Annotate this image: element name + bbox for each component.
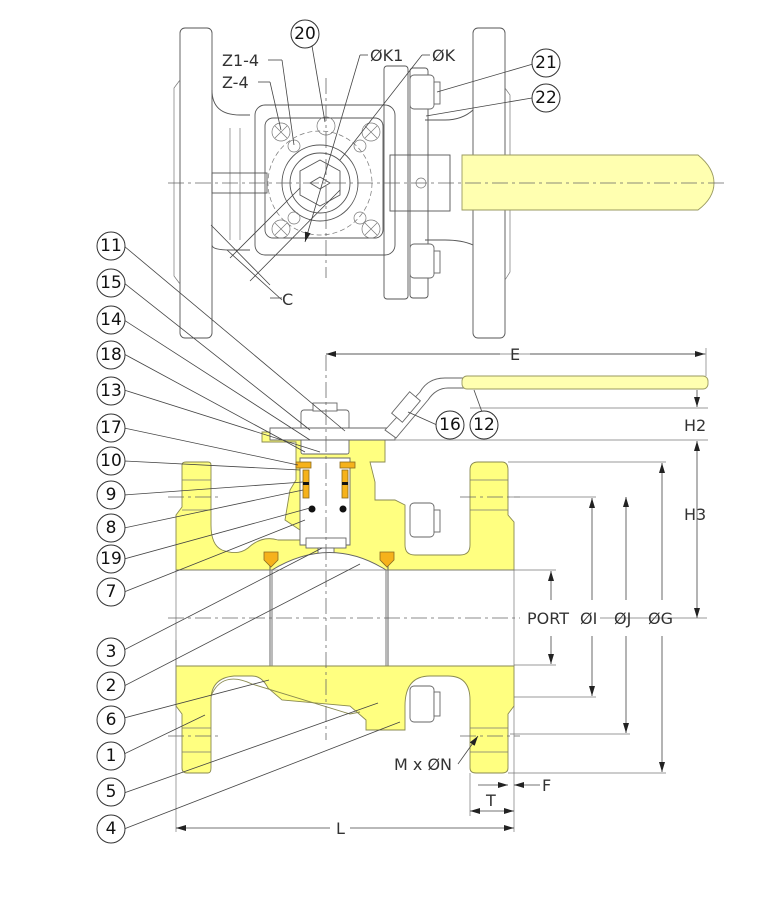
callout-18: 18: [96, 340, 126, 370]
callout-11: 11: [96, 231, 126, 261]
dim-h3: H3: [684, 505, 706, 524]
svg-text:1: 1: [106, 746, 117, 766]
callout-1: 1: [96, 741, 126, 771]
callout-9: 9: [96, 480, 126, 510]
svg-text:21: 21: [535, 53, 557, 73]
callout-6: 6: [96, 705, 126, 735]
svg-text:14: 14: [100, 310, 122, 330]
dim-g: ØG: [648, 609, 673, 628]
svg-text:9: 9: [106, 485, 117, 505]
top-handle: [461, 154, 715, 211]
dim-f: F: [542, 776, 551, 795]
dim-h2: H2: [684, 416, 706, 435]
dim-l: L: [336, 819, 345, 838]
top-bolts: [409, 74, 441, 279]
callout-19: 19: [96, 544, 126, 574]
svg-text:19: 19: [100, 549, 122, 569]
svg-text:17: 17: [100, 418, 122, 438]
dim-c: C: [282, 290, 293, 309]
callout-20: 20: [290, 19, 320, 49]
callout-8: 8: [96, 513, 126, 543]
dim-k1: ØK1: [370, 46, 403, 65]
svg-text:3: 3: [106, 642, 117, 662]
callout-2: 2: [96, 671, 126, 701]
section-view: L T F E H2 H3 PORT ØI ØJ: [96, 231, 709, 844]
callout-21: 21: [531, 48, 561, 78]
callout-16: 16: [435, 410, 465, 440]
dim-mn: M x ØN: [394, 755, 452, 774]
callout-15: 15: [96, 268, 126, 298]
dim-z: Z-4: [222, 73, 249, 92]
svg-text:2: 2: [106, 676, 117, 696]
callout-22: 22: [531, 83, 561, 113]
svg-text:10: 10: [100, 451, 122, 471]
section-handle: [461, 375, 709, 390]
dim-e: E: [510, 345, 520, 364]
svg-text:5: 5: [106, 782, 117, 802]
dim-i: ØI: [580, 609, 597, 628]
svg-text:4: 4: [106, 819, 117, 839]
callout-3: 3: [96, 637, 126, 667]
top-view: Z1-4 Z-4 ØK1 ØK C 20 21 22: [168, 19, 726, 339]
seat-upper-right: [379, 551, 395, 568]
svg-text:8: 8: [106, 518, 117, 538]
callout-13: 13: [96, 376, 126, 406]
callout-5: 5: [96, 777, 126, 807]
svg-text:22: 22: [535, 88, 557, 108]
dim-port: PORT: [527, 609, 569, 628]
bolt-holes: [271, 116, 381, 239]
dim-j: ØJ: [614, 609, 631, 628]
svg-text:11: 11: [100, 236, 122, 256]
callout-17: 17: [96, 413, 126, 443]
seat-upper-left: [263, 551, 279, 568]
callout-4: 4: [96, 814, 126, 844]
callout-7: 7: [96, 577, 126, 607]
svg-text:6: 6: [106, 710, 117, 730]
dim-t: T: [485, 791, 496, 810]
svg-text:18: 18: [100, 345, 122, 365]
callout-10: 10: [96, 446, 126, 476]
svg-text:12: 12: [473, 415, 495, 435]
callout-12: 12: [469, 410, 499, 440]
svg-text:7: 7: [106, 582, 117, 602]
svg-text:15: 15: [100, 273, 122, 293]
svg-text:16: 16: [439, 415, 461, 435]
callout-14: 14: [96, 305, 126, 335]
dim-k: ØK: [432, 46, 456, 65]
callout-leaders: [123, 245, 483, 830]
svg-text:20: 20: [294, 24, 316, 44]
svg-text:13: 13: [100, 381, 122, 401]
dim-z1: Z1-4: [222, 51, 259, 70]
